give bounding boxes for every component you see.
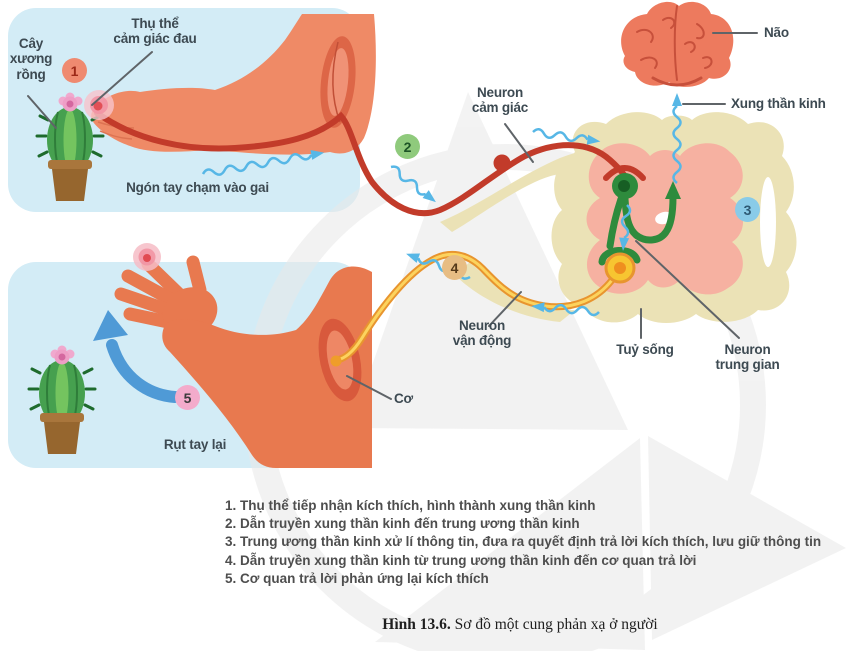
label-finger-touch: Ngón tay chạm vào gai bbox=[126, 180, 269, 195]
brain-illustration bbox=[621, 1, 734, 87]
ganglion-node bbox=[493, 154, 511, 172]
figure-caption: Hình 13.6. Sơ đồ một cung phản xạ ở ngườ… bbox=[260, 616, 780, 634]
pointer-lines bbox=[27, 32, 758, 400]
legend-item-5: 5. Cơ quan trả lời phản ứng lại kích thí… bbox=[225, 570, 489, 586]
label-interneuron: Neuron trung gian bbox=[715, 342, 780, 373]
steps-legend: 1. Thụ thể tiếp nhận kích thích, hình th… bbox=[225, 497, 821, 588]
pain-receptor-glow-top bbox=[84, 90, 114, 120]
step-marker-3: 3 bbox=[735, 197, 760, 222]
label-withdraw-hand: Rụt tay lại bbox=[163, 437, 227, 452]
step-marker-1: 1 bbox=[62, 58, 87, 83]
legend-item-1: 1. Thụ thể tiếp nhận kích thích, hình th… bbox=[225, 498, 596, 513]
arm-touching bbox=[91, 14, 376, 155]
label-nerve-impulse: Xung thần kinh bbox=[731, 96, 826, 111]
figure-caption-text: Sơ đồ một cung phản xạ ở người bbox=[450, 616, 658, 633]
step-marker-4: 4 bbox=[442, 255, 467, 280]
motor-end-plate bbox=[330, 355, 342, 367]
label-muscle: Cơ bbox=[394, 391, 413, 406]
step-marker-5: 5 bbox=[175, 385, 200, 410]
label-brain: Não bbox=[764, 25, 789, 40]
label-sensory-neuron: Neuron cảm giác bbox=[471, 85, 529, 116]
figure-caption-label: Hình 13.6. bbox=[382, 616, 451, 633]
pain-receptor-glow-bottom bbox=[133, 243, 161, 271]
interneuron-path bbox=[598, 173, 681, 266]
label-pain-receptor: Thụ thể cảm giác đau bbox=[113, 16, 197, 47]
motor-neuron-path bbox=[330, 250, 636, 367]
withdraw-arrow bbox=[93, 310, 181, 403]
cactus-top bbox=[35, 92, 105, 201]
sensory-neuron-path bbox=[94, 110, 646, 217]
legend-item-4: 4. Dẫn truyền xung thần kinh từ trung ươ… bbox=[225, 552, 697, 568]
label-spinal-cord: Tuỷ sống bbox=[616, 342, 674, 357]
legend-item-3: 3. Trung ương thần kinh xử lí thông tin,… bbox=[225, 534, 822, 550]
label-cactus: Cây xương rồng bbox=[9, 36, 53, 82]
cactus-bottom bbox=[27, 345, 97, 454]
step-marker-2: 2 bbox=[395, 134, 420, 159]
label-motor-neuron: Neuron vận động bbox=[452, 318, 512, 349]
legend-item-2: 2. Dẫn truyền xung thần kinh đến trung ư… bbox=[225, 516, 580, 532]
